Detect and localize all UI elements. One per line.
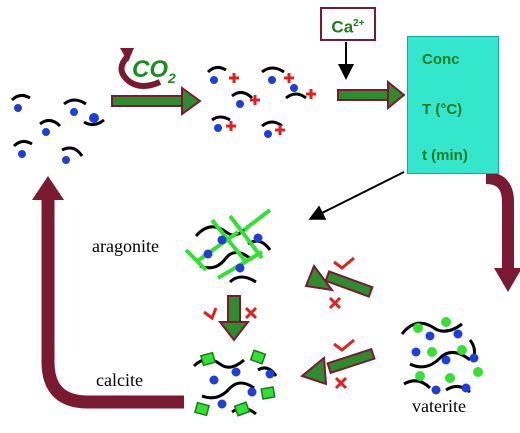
aragonite-cluster (184, 208, 272, 284)
arrow-vaterite-to-calcite (299, 347, 376, 386)
co2-curved-arrow (118, 53, 162, 89)
arrow-recycle (32, 176, 184, 409)
cross-mark-icon (244, 306, 258, 320)
vaterite-cluster (400, 317, 483, 395)
calcite-cluster (192, 349, 278, 417)
arrow-to-conditions (337, 79, 406, 111)
check-mark-icon (333, 256, 355, 270)
arrow-to-vaterite (485, 172, 520, 292)
parameter-concentration: Conc (422, 51, 460, 68)
check-mark-icon (203, 307, 218, 321)
positive-charge-group (226, 73, 316, 135)
vaterite-label: vaterite (412, 396, 466, 416)
cross-mark-icon (334, 376, 348, 390)
co2-arrowhead (120, 48, 134, 62)
calcium-ion-group-initial (14, 104, 99, 164)
arrow-to-aragonite (308, 171, 405, 220)
reaction-conditions-box: Conc T (°C) t (min) (407, 36, 499, 174)
polymer-cluster-charged (206, 65, 307, 128)
arrow-aragonite-to-calcite (217, 295, 251, 342)
calcium-addition-box: Ca2+ (320, 7, 376, 41)
aragonite-label: aragonite (92, 236, 159, 256)
calcium-ion-group-charged (210, 76, 298, 138)
arrow-vaterite-to-aragonite (304, 263, 374, 298)
cross-mark-icon (328, 296, 342, 310)
co2-label: CO2 (132, 56, 176, 86)
polymer-cluster-initial (10, 93, 105, 157)
check-mark-icon (333, 338, 355, 352)
calcite-label: calcite (96, 370, 143, 390)
parameter-time: t (min) (422, 147, 468, 164)
parameter-temperature: T (°C) (422, 101, 463, 118)
arrow-deprotonation (111, 86, 202, 116)
